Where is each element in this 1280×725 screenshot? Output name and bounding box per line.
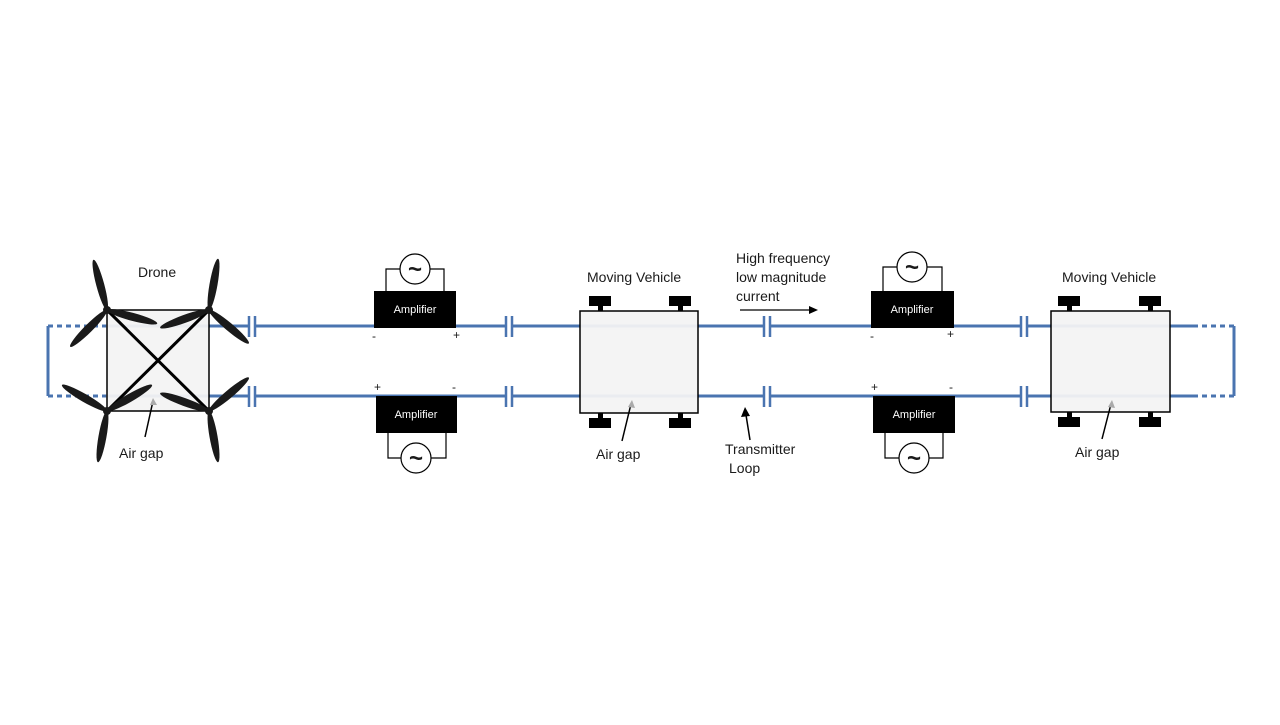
drone: Drone Air gap — [61, 258, 249, 463]
amplifier-box — [871, 291, 954, 328]
moving-vehicle-1: Moving Vehicle Air gap — [579, 269, 699, 462]
capacitor-icon — [504, 316, 514, 337]
loop-label-line-2: Loop — [729, 460, 760, 476]
propeller-icon — [61, 384, 153, 463]
air-gap-arrowhead — [628, 400, 635, 408]
vehicle-1-label: Moving Vehicle — [587, 269, 681, 285]
terminal-minus: - — [949, 380, 953, 394]
amplifier-label: Amplifier — [893, 409, 936, 421]
amplifier-box — [374, 291, 456, 328]
amplifier-bottom-1: Amplifier ~ + - — [374, 380, 457, 474]
capacitor-icon — [1019, 386, 1029, 407]
right-loop-closure — [1193, 324, 1236, 398]
moving-vehicle-2: Moving Vehicle Air gap — [1050, 269, 1171, 460]
terminal-minus: - — [372, 329, 376, 343]
vehicle-body — [579, 310, 699, 414]
air-gap-label-3: Air gap — [1075, 444, 1120, 460]
air-gap-arrowhead — [150, 398, 157, 405]
ac-source-symbol: ~ — [905, 254, 919, 281]
ac-source-icon — [399, 253, 431, 285]
amplifier-top-2: Amplifier ~ - + — [870, 251, 954, 343]
transmitter-loop-annotation: Transmitter Loop — [725, 407, 796, 476]
ac-source-icon — [400, 442, 432, 474]
capacitor-icon — [762, 386, 772, 407]
current-annotation: High frequency low magnitude current — [736, 250, 830, 314]
amplifier-label: Amplifier — [395, 409, 438, 421]
loop-label-line-1: Transmitter — [725, 441, 796, 457]
capacitors — [247, 316, 1029, 407]
current-label-line-3: current — [736, 288, 780, 304]
ac-source-symbol: ~ — [907, 445, 921, 472]
vehicle-body — [1050, 310, 1171, 413]
air-gap-label-1: Air gap — [119, 445, 164, 461]
drone-arm — [105, 308, 211, 413]
ac-source-icon — [898, 442, 930, 474]
propeller-icon — [160, 258, 249, 344]
terminal-plus: + — [453, 328, 460, 342]
amplifier-label: Amplifier — [394, 304, 437, 316]
propeller-icon — [160, 377, 249, 463]
capacitor-icon — [1019, 316, 1029, 337]
loop-pointer — [745, 414, 751, 441]
terminal-plus: + — [374, 380, 381, 394]
capacitor-icon — [247, 386, 257, 407]
amplifier-box — [873, 396, 955, 433]
amplifier-bottom-2: Amplifier ~ + - — [871, 380, 955, 474]
propeller-icon — [70, 259, 158, 347]
vehicle-2-label: Moving Vehicle — [1062, 269, 1156, 285]
air-gap-pointer — [1101, 403, 1112, 440]
ac-source-icon — [896, 251, 928, 283]
arrowhead-right-icon — [809, 306, 818, 314]
air-gap-pointer — [144, 400, 154, 438]
amplifier-top-1: Amplifier ~ - + — [372, 253, 460, 343]
air-gap-label-2: Air gap — [596, 446, 641, 462]
capacitor-icon — [247, 316, 257, 337]
current-label-line-1: High frequency — [736, 250, 830, 266]
terminal-minus: - — [452, 380, 456, 394]
air-gap-pointer — [621, 403, 632, 442]
terminal-minus: - — [870, 329, 874, 343]
wheel-icon — [589, 296, 691, 428]
drone-label: Drone — [138, 264, 176, 280]
amplifier-label: Amplifier — [891, 304, 934, 316]
current-label-line-2: low magnitude — [736, 269, 826, 285]
arrowhead-up-icon — [741, 407, 750, 417]
capacitor-icon — [762, 316, 772, 337]
terminal-plus: + — [947, 327, 954, 341]
terminal-plus: + — [871, 380, 878, 394]
wheel-icon — [1058, 296, 1161, 427]
capacitor-icon — [504, 386, 514, 407]
ac-source-symbol: ~ — [409, 445, 423, 472]
air-gap-arrowhead — [1108, 400, 1115, 408]
ac-source-symbol: ~ — [408, 256, 422, 283]
amplifier-box — [376, 396, 457, 433]
